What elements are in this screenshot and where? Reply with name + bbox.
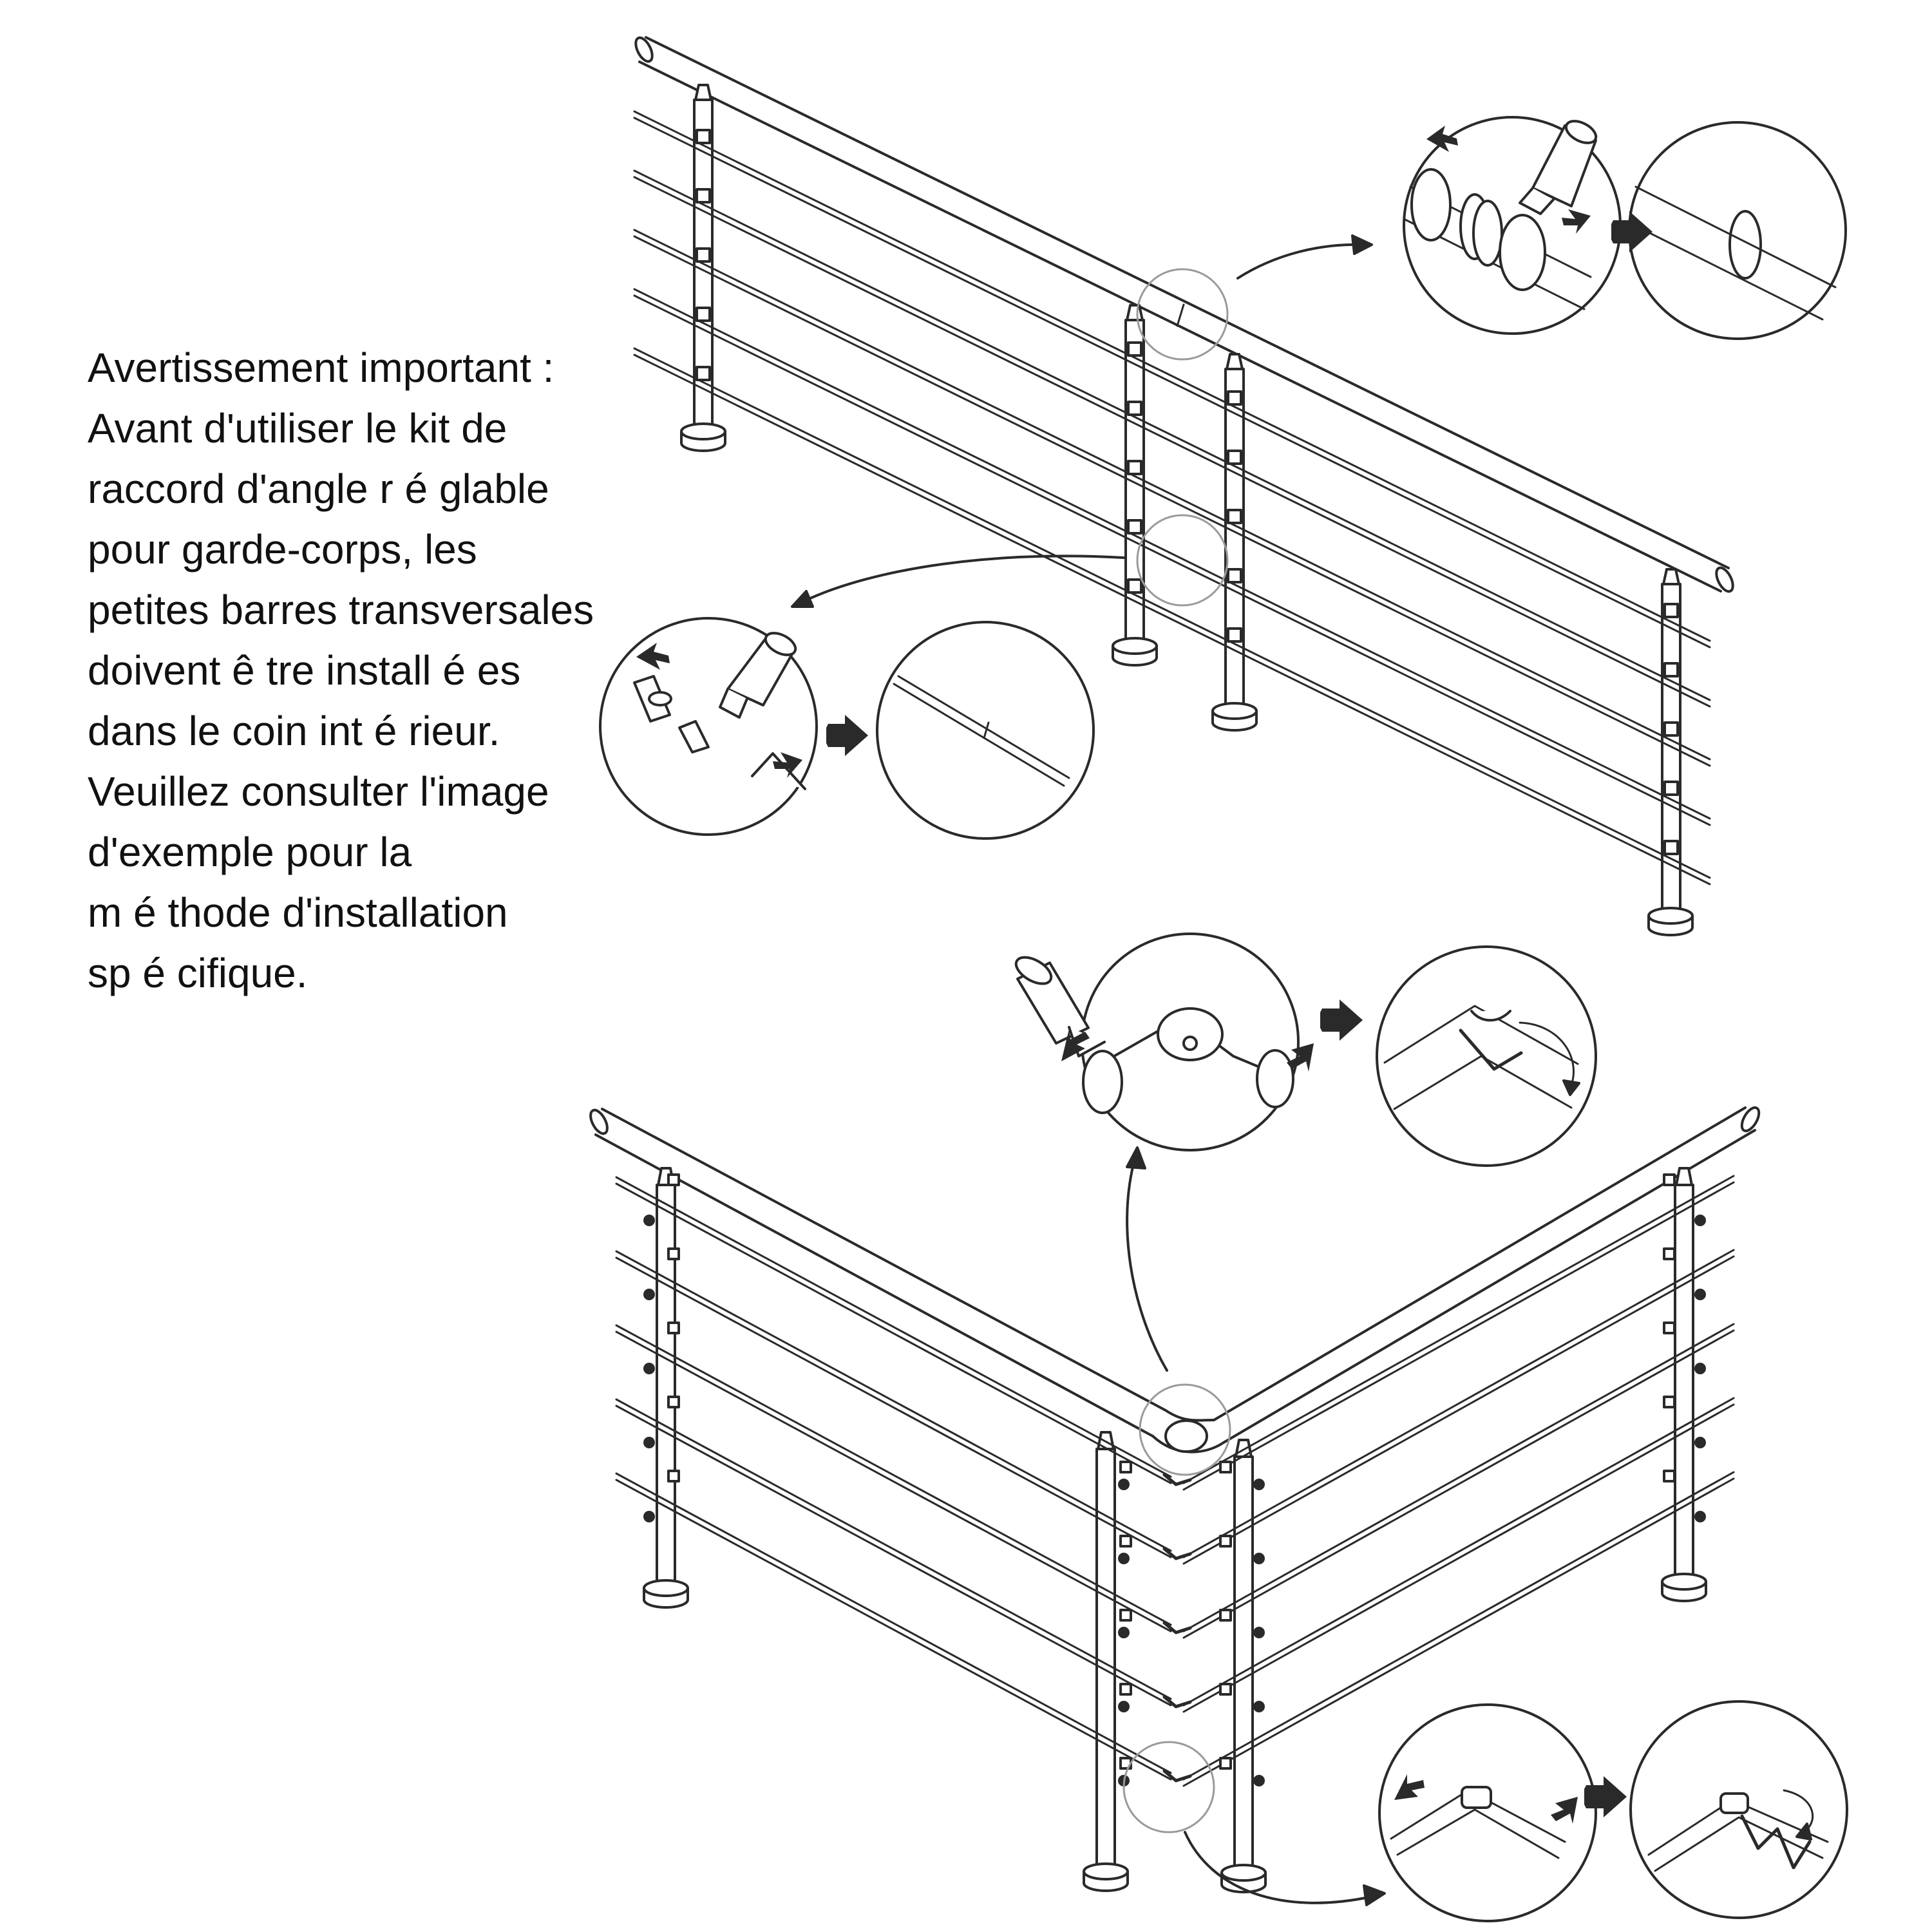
rotation-arrow-icon	[1519, 1021, 1580, 1096]
warning-line-2: Avant d'utiliser le kit de	[88, 405, 507, 451]
corner-railing	[589, 1106, 1761, 1893]
press-arrow-icon	[1394, 1774, 1578, 1824]
next-step-arrow-icon	[1320, 999, 1363, 1041]
warning-text: Avertissement important : Avant d'utilis…	[88, 337, 667, 1003]
inner-corner-fittings	[1162, 1473, 1192, 1783]
corner-cross-bars-right	[1182, 1175, 1735, 1787]
callout-arrow-icon	[1126, 1146, 1168, 1372]
next-step-arrow-icon	[1611, 211, 1653, 252]
press-arrow-icon	[1061, 1029, 1314, 1072]
corner-crossbar-joint-result	[1629, 1700, 1848, 1919]
corner-crossbar-callout	[1122, 1741, 1215, 1833]
corner-crossbar-joint-detail	[1378, 1703, 1597, 1922]
corner-post-4	[1661, 1167, 1707, 1602]
callout-arrow-icon	[1236, 234, 1373, 279]
straight-post-2	[1112, 304, 1158, 667]
warning-line-10: m é thode d'installation	[88, 889, 508, 936]
corner-post-3	[1220, 1439, 1267, 1893]
press-arrow-icon	[1426, 126, 1591, 234]
corner-cross-bars-left	[615, 1176, 1172, 1781]
crossbar-joint-result	[876, 621, 1095, 840]
crossbar-joint-detail	[599, 617, 818, 836]
next-step-arrow-icon	[1584, 1776, 1627, 1817]
warning-line-8: Veuillez consulter l'image	[88, 768, 549, 815]
handrail-joint-detail	[1403, 116, 1622, 335]
straight-post-4	[1647, 568, 1694, 936]
corner-handrail-joint-result	[1376, 945, 1597, 1167]
straight-post-3	[1211, 353, 1258, 732]
straight-railing	[633, 36, 1734, 936]
corner-handrail-joint-detail	[1014, 933, 1314, 1151]
warning-line-11: sp é cifique.	[88, 950, 308, 996]
warning-line-9: d'exemple pour la	[88, 829, 412, 875]
warning-line-7: dans le coin int é rieur.	[88, 708, 500, 754]
warning-line-5: petites barres transversales	[88, 587, 594, 633]
straight-handrail	[634, 36, 1734, 593]
next-step-arrow-icon	[826, 715, 868, 756]
straight-cross-bars	[633, 110, 1711, 886]
straight-bar-holders	[696, 129, 1679, 855]
warning-line-1: Avertissement important :	[88, 345, 554, 391]
corner-handrail-callout	[1139, 1383, 1231, 1476]
handrail-joint-result	[1628, 121, 1847, 340]
corner-bar-clamps	[667, 1173, 1676, 1770]
warning-line-4: pour garde-corps, les	[88, 526, 477, 573]
corner-handrail	[589, 1106, 1761, 1454]
press-arrow-icon	[636, 643, 802, 778]
crossbar-joint-callout	[1136, 514, 1229, 607]
callout-arrow-icon	[1184, 1831, 1386, 1906]
rotation-arrow-icon	[1783, 1789, 1814, 1841]
warning-line-3: raccord d'angle r é glable	[88, 466, 549, 512]
handrail-joint-callout	[1136, 268, 1229, 361]
callout-arrow-icon	[791, 554, 1125, 608]
corner-post-1	[643, 1167, 689, 1609]
warning-line-6: doivent ê tre install é es	[88, 647, 521, 694]
corner-bar-holders	[643, 1215, 1706, 1786]
